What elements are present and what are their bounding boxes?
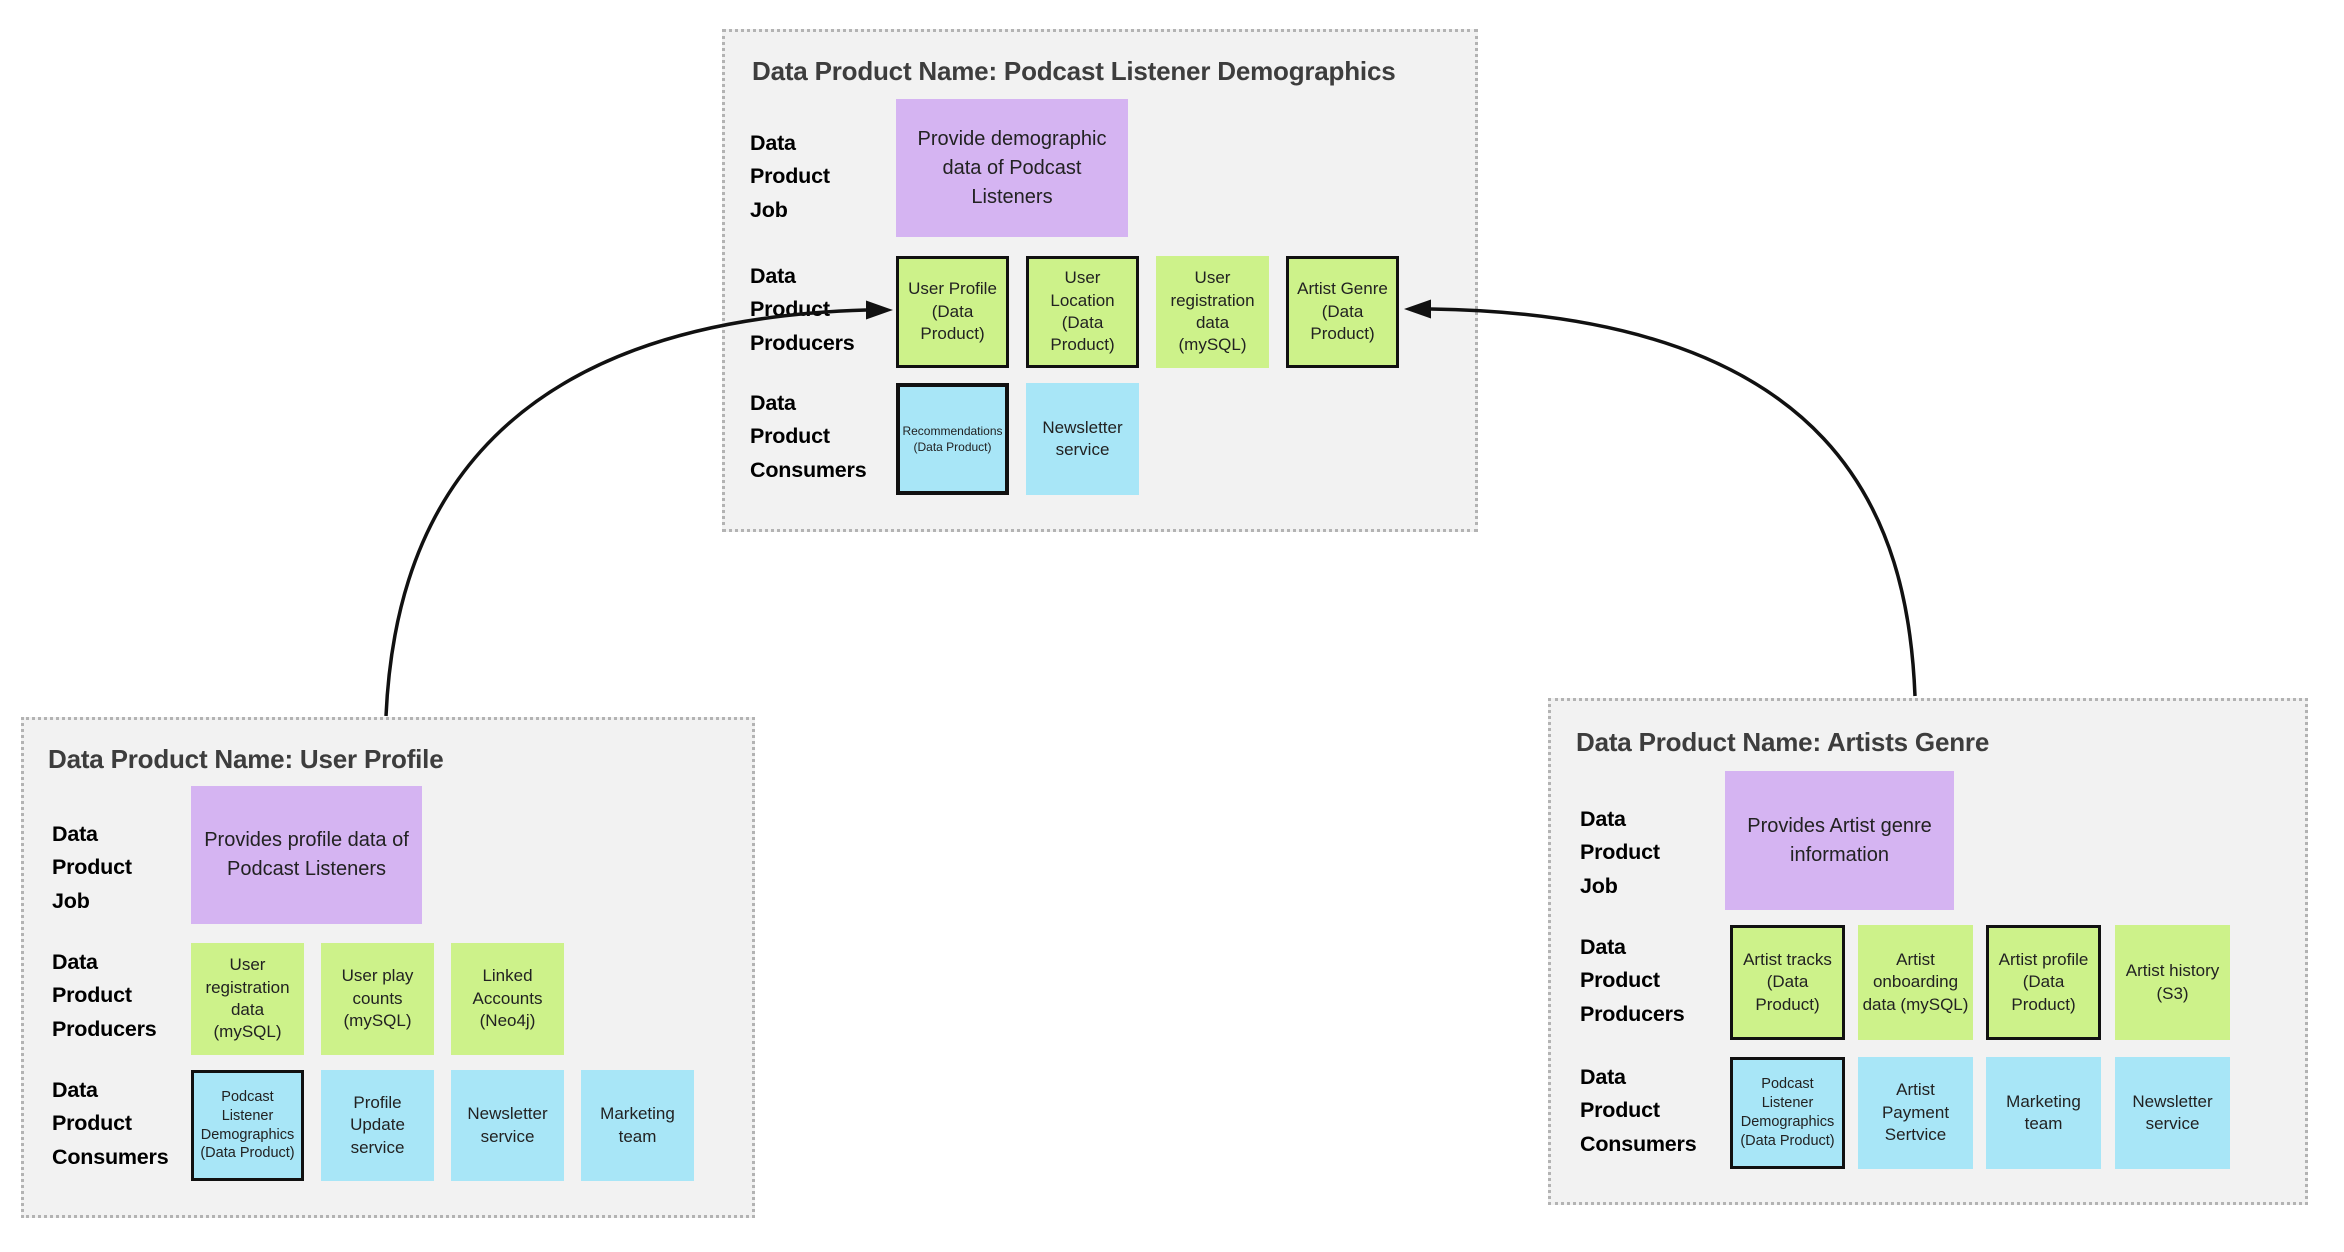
panel-title: Data Product Name: Podcast Listener Demo… xyxy=(752,56,1396,86)
row-label-producers: Data Product Producers xyxy=(52,950,157,1041)
producer-note[interactable]: Artist history (S3) xyxy=(2115,925,2230,1040)
consumer-note[interactable]: Podcast Listener Demographics (Data Prod… xyxy=(1730,1057,1845,1169)
producer-note[interactable]: Artist tracks (Data Product) xyxy=(1730,925,1845,1040)
panel-user-profile[interactable]: Data Product Name: User Profile Data Pro… xyxy=(21,717,755,1218)
row-label-consumers: Data Product Consumers xyxy=(1580,1065,1697,1156)
row-label-producers: Data Product Producers xyxy=(750,264,855,355)
job-note[interactable]: Provide demographic data of Podcast List… xyxy=(896,99,1128,237)
row-label-consumers: Data Product Consumers xyxy=(750,391,867,482)
producer-note[interactable]: Artist profile (Data Product) xyxy=(1986,925,2101,1040)
row-label-job: Data Product Job xyxy=(52,822,132,913)
producer-note[interactable]: User play counts (mySQL) xyxy=(321,943,434,1055)
panel-podcast-listener-demographics[interactable]: Data Product Name: Podcast Listener Demo… xyxy=(722,29,1478,532)
consumer-note[interactable]: Podcast Listener Demographics (Data Prod… xyxy=(191,1070,304,1181)
panel-title: Data Product Name: Artists Genre xyxy=(1576,727,1990,757)
consumer-note[interactable]: Recommendations (Data Product) xyxy=(896,383,1009,495)
row-label-job: Data Product Job xyxy=(750,131,830,222)
consumer-note[interactable]: Profile Update service xyxy=(321,1070,434,1181)
consumer-note[interactable]: Newsletter service xyxy=(1026,383,1139,495)
consumer-note[interactable]: Marketing team xyxy=(581,1070,694,1181)
panel-artists-genre[interactable]: Data Product Name: Artists Genre Data Pr… xyxy=(1548,698,2308,1205)
row-label-job: Data Product Job xyxy=(1580,807,1660,898)
panel-title: Data Product Name: User Profile xyxy=(48,744,444,774)
row-label-consumers: Data Product Consumers xyxy=(52,1078,169,1169)
job-note[interactable]: Provides profile data of Podcast Listene… xyxy=(191,786,422,924)
consumer-note[interactable]: Newsletter service xyxy=(2115,1057,2230,1169)
job-note[interactable]: Provides Artist genre information xyxy=(1725,771,1954,910)
connector-arrow-artists-genre-to-demographics[interactable] xyxy=(1404,299,1917,697)
consumer-note[interactable]: Newsletter service xyxy=(451,1070,564,1181)
producer-note[interactable]: Artist Genre (Data Product) xyxy=(1286,256,1399,368)
producer-note[interactable]: Artist onboarding data (mySQL) xyxy=(1858,925,1973,1040)
producer-note[interactable]: User Profile (Data Product) xyxy=(896,256,1009,368)
row-label-producers: Data Product Producers xyxy=(1580,935,1685,1026)
producer-note[interactable]: User registration data (mySQL) xyxy=(191,943,304,1055)
producer-note[interactable]: Linked Accounts (Neo4j) xyxy=(451,943,564,1055)
consumer-note[interactable]: Marketing team xyxy=(1986,1057,2101,1169)
producer-note[interactable]: User registration data (mySQL) xyxy=(1156,256,1269,368)
consumer-note[interactable]: Artist Payment Sertvice xyxy=(1858,1057,1973,1169)
producer-note[interactable]: User Location (Data Product) xyxy=(1026,256,1139,368)
